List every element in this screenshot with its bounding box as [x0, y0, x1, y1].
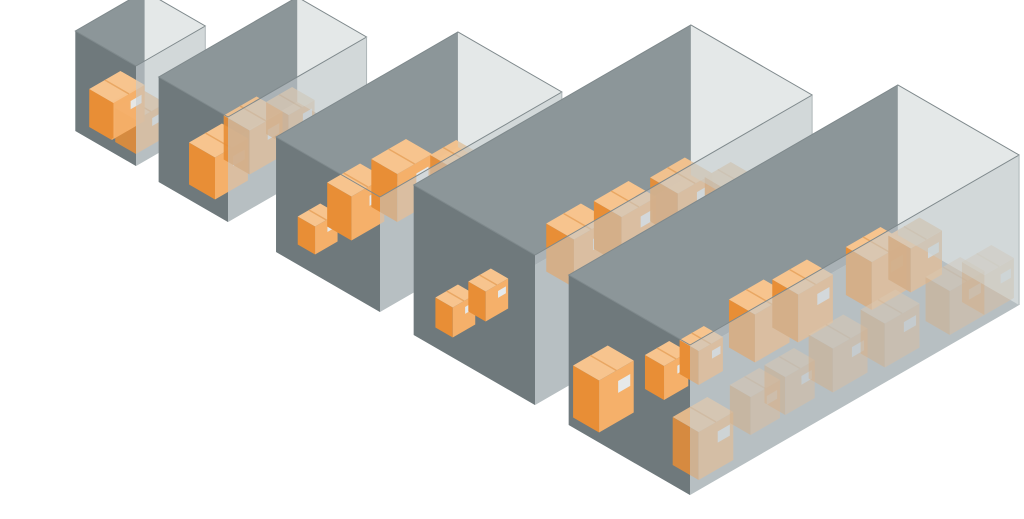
storage-unit-5 — [567, 84, 1021, 495]
cardboard-box — [468, 268, 509, 322]
cardboard-box — [573, 345, 634, 433]
storage-unit-2 — [157, 0, 368, 222]
storage-units — [74, 0, 1021, 495]
cardboard-box — [435, 284, 476, 338]
unit-front-glass — [690, 155, 1020, 495]
unit-end-glass — [897, 85, 1020, 305]
